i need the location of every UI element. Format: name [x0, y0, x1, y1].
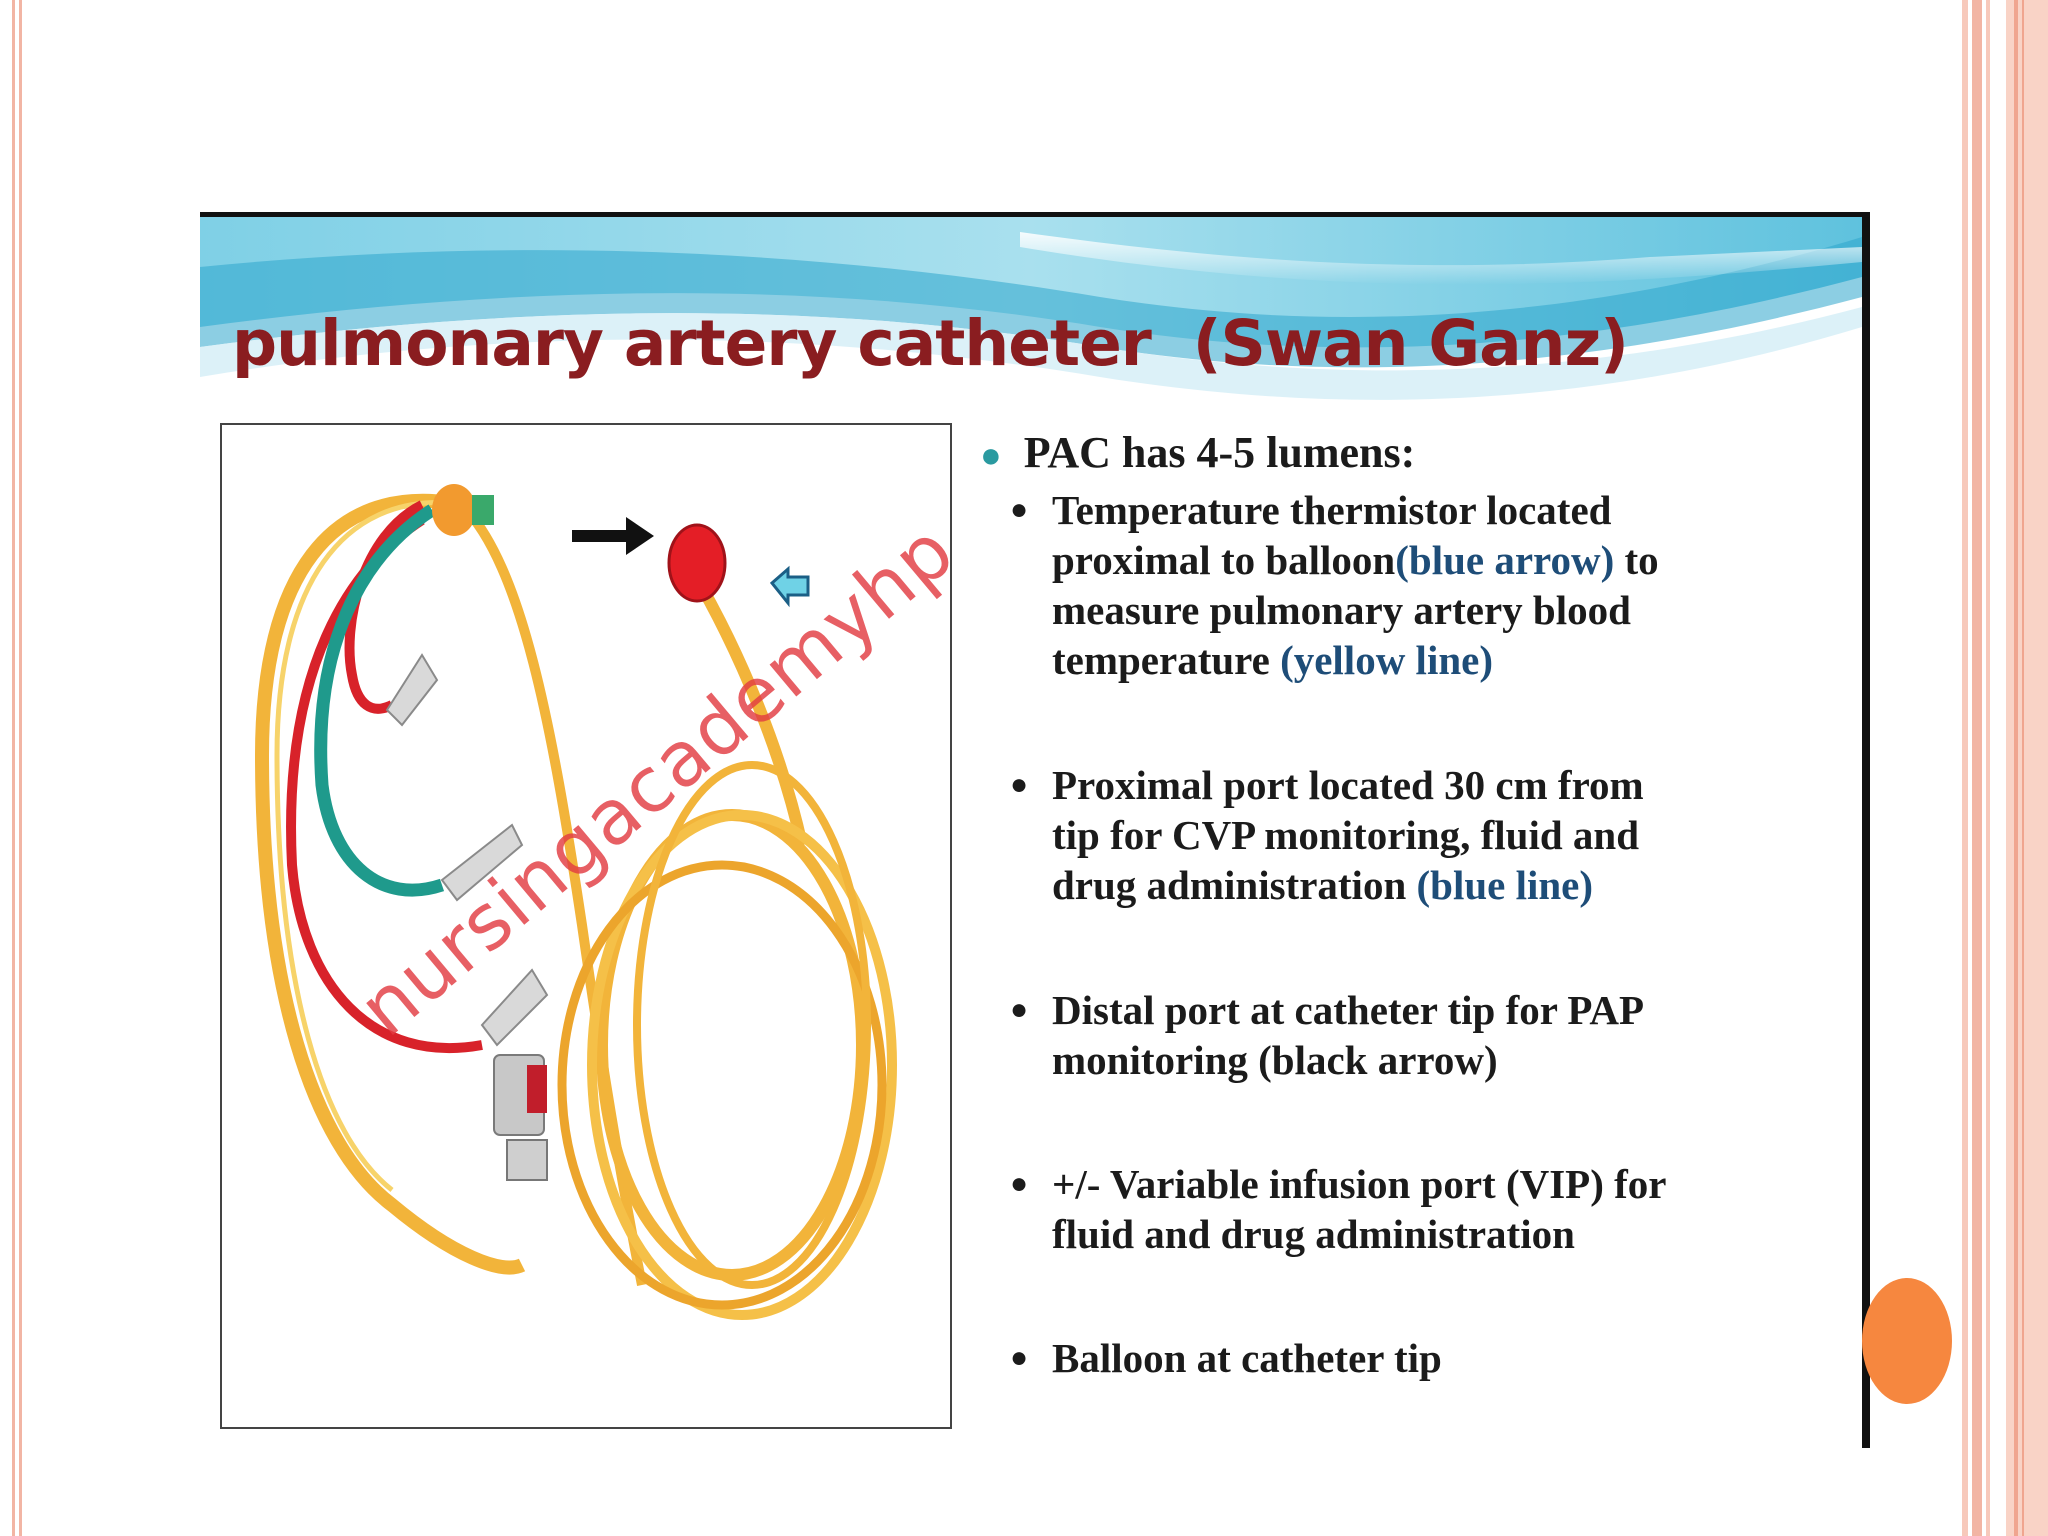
bullet-icon: ●: [1010, 1341, 1029, 1374]
item-line: proximal to balloon(blue arrow) to: [1052, 537, 1659, 583]
bullet-icon: ●: [1010, 993, 1029, 1026]
item-line: monitoring (black arrow): [1052, 1037, 1498, 1083]
title-banner: [200, 217, 1862, 400]
accent-circle: [1862, 1278, 1952, 1404]
catheter-photo: nursingacademyhp: [220, 423, 971, 1429]
slide-image: pulmonary artery catheter (Swan Ganz): [200, 212, 1870, 1448]
item-line: tip for CVP monitoring, fluid and: [1052, 812, 1639, 858]
slide-frame-right: [1962, 0, 2048, 1536]
list-item-vip: ● +/- Variable infusion port (VIP) for f…: [1010, 1159, 1832, 1259]
list-item-distal-port: ● Distal port at catheter tip for PAP mo…: [1010, 985, 1832, 1085]
list-item-proximal-port: ● Proximal port located 30 cm from tip f…: [1010, 760, 1832, 910]
slide-title: pulmonary artery catheter (Swan Ganz): [232, 307, 1629, 380]
black-arrow-icon: [572, 517, 654, 555]
highlight-text: (blue arrow): [1395, 537, 1615, 583]
bullet-dot-icon: ●: [980, 435, 1002, 475]
highlight-text: (yellow line): [1280, 637, 1493, 683]
main-bullet-text: PAC has 4-5 lumens:: [1023, 428, 1416, 477]
bullet-icon: ●: [1010, 1167, 1029, 1200]
list-item-thermistor: ● Temperature thermistor located proxima…: [1010, 485, 1832, 685]
blue-arrow-icon: [769, 565, 810, 608]
highlight-text: (blue line): [1416, 862, 1594, 908]
bullet-icon: ●: [1010, 768, 1029, 801]
item-line: Balloon at catheter tip: [1052, 1335, 1442, 1381]
item-line: measure pulmonary artery blood: [1052, 587, 1631, 633]
item-line: drug administration (blue line): [1052, 862, 1594, 908]
item-line: fluid and drug administration: [1052, 1211, 1575, 1257]
slide-frame-left: [12, 0, 22, 1536]
item-line: Temperature thermistor located: [1052, 487, 1612, 533]
catheter-illustration: [254, 484, 897, 1320]
item-line: temperature (yellow line): [1052, 637, 1493, 683]
main-bullet: ● PAC has 4-5 lumens:: [980, 427, 1415, 478]
balloon-icon: [667, 523, 727, 603]
list-item-balloon: ● Balloon at catheter tip: [1010, 1333, 1832, 1383]
item-line: Distal port at catheter tip for PAP: [1052, 987, 1645, 1033]
bullet-icon: ●: [1010, 493, 1029, 526]
item-line: +/- Variable infusion port (VIP) for: [1052, 1161, 1667, 1207]
item-line: Proximal port located 30 cm from: [1052, 762, 1644, 808]
